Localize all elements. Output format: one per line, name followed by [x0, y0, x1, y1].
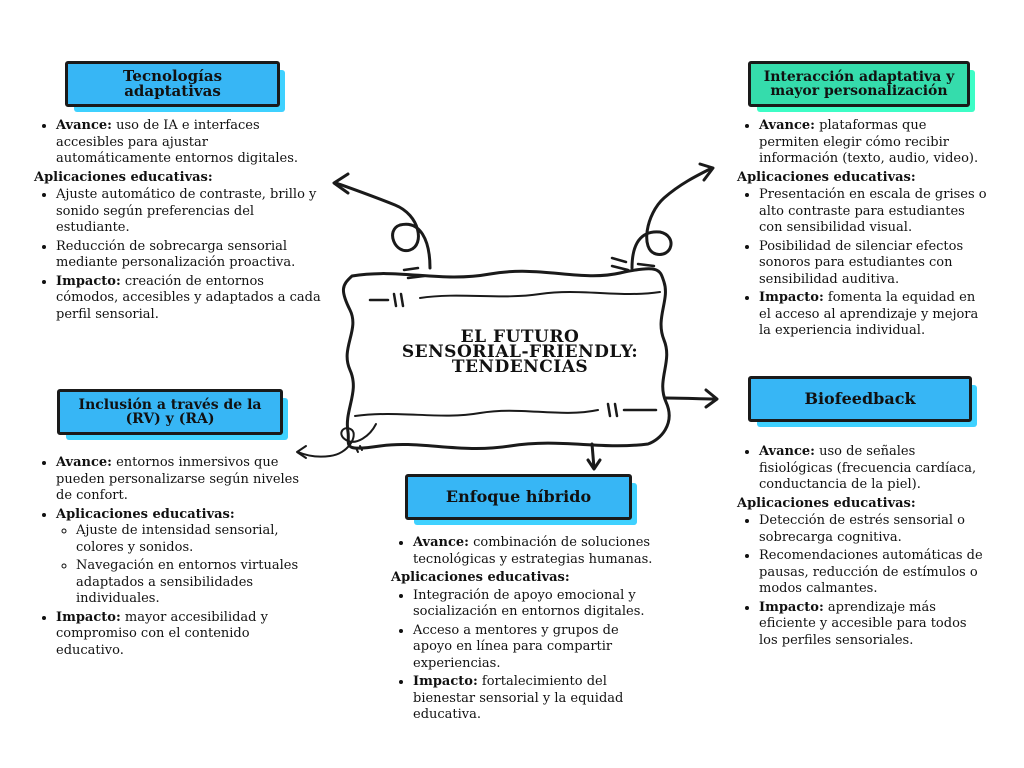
list-item: Integración de apoyo emocional y sociali…	[413, 588, 653, 621]
impacto-item: Impacto: aprendizaje más eficiente y acc…	[759, 600, 987, 650]
title-biofeedback: Biofeedback	[748, 376, 972, 422]
central-title-line3: TENDENCIAS	[451, 357, 589, 377]
list-item: Presentación en escala de grises o alto …	[759, 187, 987, 237]
list-item: Recomendaciones automáticas de pausas, r…	[759, 548, 987, 598]
impacto-item: Impacto: fomenta la equidad en el acceso…	[759, 290, 987, 340]
section-hibrido: Avance: combinación de soluciones tecnol…	[391, 535, 653, 726]
title-hibrido: Enfoque híbrido	[405, 474, 632, 520]
aplicaciones-heading: Aplicaciones educativas:	[737, 169, 916, 185]
section-biofeedback: Avance: uso de señales fisiológicas (fre…	[737, 444, 987, 651]
central-title: EL FUTURO SENSORIAL-FRIENDLY: TENDENCIAS	[384, 327, 656, 377]
title-inclusion: Inclusión a través de la (RV) y (RA)	[57, 389, 283, 435]
avance-item: Avance: uso de señales fisiológicas (fre…	[759, 444, 987, 494]
aplicaciones-heading: Aplicaciones educativas:	[737, 495, 916, 511]
title-tecnologias-text: Tecnologías adaptativas	[122, 67, 223, 100]
title-inclusion-text: Inclusión a través de la (RV) y (RA)	[78, 397, 262, 427]
aplicaciones-item: Aplicaciones educativas: Ajuste de inten…	[56, 507, 300, 608]
list-item: Ajuste de intensidad sensorial, colores …	[76, 523, 300, 556]
avance-item: Avance: combinación de soluciones tecnol…	[413, 535, 653, 568]
avance-item: Avance: uso de IA e interfaces accesible…	[56, 118, 324, 168]
title-tecnologias: Tecnologías adaptativas	[65, 61, 280, 107]
impacto-item: Impacto: mayor accesibilidad y compromis…	[56, 610, 300, 660]
center-frame	[342, 267, 671, 451]
section-tecnologias: Avance: uso de IA e interfaces accesible…	[34, 118, 324, 325]
impacto-item: Impacto: fortalecimiento del bienestar s…	[413, 674, 653, 724]
list-item: Ajuste automático de contraste, brillo y…	[56, 187, 324, 237]
list-item: Reducción de sobrecarga sensorial median…	[56, 239, 324, 272]
list-item: Acceso a mentores y grupos de apoyo en l…	[413, 623, 653, 673]
title-interaccion-text: Interacción adaptativa y mayor personali…	[763, 69, 955, 99]
impacto-item: Impacto: creación de entornos cómodos, a…	[56, 274, 324, 324]
title-interaccion: Interacción adaptativa y mayor personali…	[748, 61, 970, 107]
aplicaciones-heading: Aplicaciones educativas:	[34, 169, 213, 185]
central-title-line2: SENSORIAL-FRIENDLY:	[401, 342, 639, 362]
central-title-line1: EL FUTURO	[460, 327, 580, 347]
list-item: Posibilidad de silenciar efectos sonoros…	[759, 239, 987, 289]
title-hibrido-text: Enfoque híbrido	[445, 487, 592, 506]
list-item: Navegación en entornos virtuales adaptad…	[76, 558, 300, 608]
avance-item: Avance: plataformas que permiten elegir …	[759, 118, 987, 168]
list-item: Detección de estrés sensorial o sobrecar…	[759, 513, 987, 546]
title-biofeedback-text: Biofeedback	[804, 389, 916, 408]
aplicaciones-heading: Aplicaciones educativas:	[391, 570, 570, 585]
section-interaccion: Avance: plataformas que permiten elegir …	[737, 118, 987, 342]
avance-item: Avance: entornos inmersivos que pueden p…	[56, 455, 300, 505]
section-inclusion: Avance: entornos inmersivos que pueden p…	[34, 455, 300, 661]
